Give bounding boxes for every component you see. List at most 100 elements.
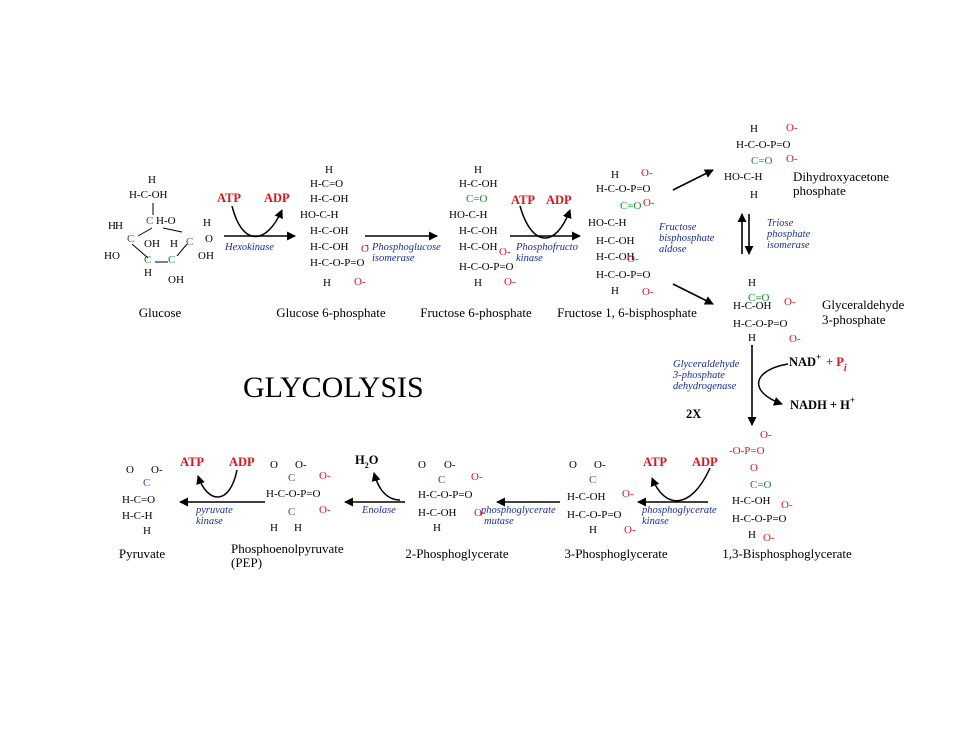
bpg13-atom-4: H-C-OH xyxy=(732,495,771,507)
pep-label-line2: (PEP) xyxy=(231,555,262,570)
pfk-atp-curve xyxy=(519,205,572,239)
g6p-atom-10: O- xyxy=(354,276,366,288)
pep-atom-2: C xyxy=(288,472,295,484)
enzyme-pgm-line2: mutase xyxy=(484,516,514,527)
f16bp-atom-5: HO-C-H xyxy=(588,217,627,229)
glucose-atom-5: H xyxy=(203,217,211,229)
hexokinase-atp-curve xyxy=(231,205,283,238)
pg2-atom-5: H-C-OH xyxy=(418,507,457,519)
glucose-atom-13: C xyxy=(144,254,151,266)
g3p-label-line2: 3-phosphate xyxy=(822,312,886,327)
two-x-label: 2X xyxy=(686,407,701,421)
pg3-atom-3: H-C-OH xyxy=(567,491,606,503)
pk-adp: ADP xyxy=(229,455,255,469)
glucose-atom-9: H xyxy=(170,238,178,250)
pg3-atom-4: O- xyxy=(622,488,634,500)
pyruvate-atom-5: H xyxy=(143,525,151,537)
water-h: H xyxy=(355,453,365,467)
pg2-atom-4: H-C-O-P=O xyxy=(418,489,473,501)
pgk-adp-curve xyxy=(650,467,711,502)
pyruvate-atom-2: C xyxy=(143,477,150,489)
hexokinase-atp: ATP xyxy=(217,191,241,205)
g6p-atom-1: H-C=O xyxy=(310,178,343,190)
enzyme-enolase: Enolase xyxy=(361,505,396,516)
gapdh-pi-text: + P xyxy=(826,355,844,369)
enzyme-tpi-line3: isomerase xyxy=(767,240,810,251)
enzyme-aldolase-line1: Fructose xyxy=(658,222,697,233)
pg3-atom-2: C xyxy=(589,474,596,486)
pyruvate-atom-3: H-C=O xyxy=(122,494,155,506)
pep-atom-3: O- xyxy=(319,470,331,482)
enolase-water-curve xyxy=(371,472,401,501)
g3p-atom-4: H-C-O-P=O xyxy=(733,318,788,330)
glucose-atom-7: C xyxy=(127,233,134,245)
enzyme-tpi-line1: Triose xyxy=(767,218,794,229)
gapdh-nad-text: NAD xyxy=(789,355,816,369)
glucose-atom-17: OH xyxy=(168,274,184,286)
enzyme-aldolase-line3: aldose xyxy=(659,244,687,255)
pyruvate-atom-4: H-C-H xyxy=(122,510,153,522)
bpg13-atom-0: O- xyxy=(760,429,772,441)
glucose-atom-15: OH xyxy=(198,250,214,262)
enzyme-pgk-line1: phosphoglycerate xyxy=(641,505,717,516)
aldolase-to-g3p-arrow xyxy=(672,283,714,305)
glucose-atom-11: O xyxy=(205,233,213,245)
f16bp-atom-2: H-C-O-P=O xyxy=(596,183,651,195)
pyruvate-atom-1: O- xyxy=(151,464,163,476)
3-phosphoglycerate-label: 3-Phosphoglycerate xyxy=(564,546,667,561)
g6p-atom-3: HO-C-H xyxy=(300,209,339,221)
pg2-atom-2: C xyxy=(438,474,445,486)
dhap-atom-4: O- xyxy=(786,153,798,165)
enzyme-pk-line2: kinase xyxy=(196,516,223,527)
g3p-atom-6: O- xyxy=(789,333,801,345)
g3p-atom-3: O- xyxy=(784,296,796,308)
gapdh-nad-curve xyxy=(758,363,789,406)
enzyme-pgm-line1: phosphoglycerate xyxy=(480,505,556,516)
g6p-atom-6: O xyxy=(361,243,369,255)
pg2-atom-0: O xyxy=(418,459,426,471)
glucose-atom-16: H xyxy=(144,267,152,279)
pg2-atom-6: O- xyxy=(474,507,486,519)
f6p-atom-0: H xyxy=(474,164,482,176)
dhap-label-line2: phosphate xyxy=(793,183,846,198)
2-phosphoglycerate-label: 2-Phosphoglycerate xyxy=(405,546,508,561)
pgk-adp: ADP xyxy=(692,455,718,469)
dhap-atom-5: HO-C-H xyxy=(724,171,763,183)
pg3-atom-7: O- xyxy=(624,524,636,536)
pgk-atp: ATP xyxy=(643,455,667,469)
glucose-atom-0: H xyxy=(148,174,156,186)
g6p-atom-5: H-C-OH xyxy=(310,241,349,253)
pep-label-line1: Phosphoenolpyruvate xyxy=(231,541,344,556)
enolase-water: H2O xyxy=(355,453,379,470)
f6p-atom-5: H-C-OH xyxy=(459,241,498,253)
f16bp-atom-10: H xyxy=(611,285,619,297)
gapdh-nad: NAD+ xyxy=(789,352,821,369)
f16bp-atom-11: O- xyxy=(642,286,654,298)
glucose-label: Glucose xyxy=(139,305,182,320)
f6p-atom-8: H xyxy=(474,277,482,289)
dhap-atom-2: H-C-O-P=O xyxy=(736,139,791,151)
pg2-atom-3: O- xyxy=(471,471,483,483)
gapdh-nadh-text: NADH + H xyxy=(790,398,850,412)
g6p-atom-4: H-C-OH xyxy=(310,225,349,237)
enzyme-gapdh-line1: Glyceraldehyde xyxy=(673,359,740,370)
pyruvate-structure: O O-C H-C=O H-C-H H xyxy=(122,464,163,537)
f16bp-atom-0: H xyxy=(611,169,619,181)
f16bp-atom-6: H-C-OH xyxy=(596,235,635,247)
g3p-atom-0: H xyxy=(748,277,756,289)
dhap-atom-6: H xyxy=(750,189,758,201)
pg2-atom-1: O- xyxy=(444,459,456,471)
glucose-atom-1: H-C-OH xyxy=(129,189,168,201)
f6p-atom-9: O- xyxy=(504,276,516,288)
f16bp-atom-8: O- xyxy=(627,253,639,265)
pg3-atom-6: H xyxy=(589,524,597,536)
pg2-atom-7: H xyxy=(433,522,441,534)
pyruvate-atom-0: O xyxy=(126,464,134,476)
bpg13-atom-8: O- xyxy=(763,532,775,544)
g3p-label-line1: Glyceraldehyde xyxy=(822,297,905,312)
pg3-atom-5: H-C-O-P=O xyxy=(567,509,622,521)
glucose-atom-14: C xyxy=(168,254,175,266)
